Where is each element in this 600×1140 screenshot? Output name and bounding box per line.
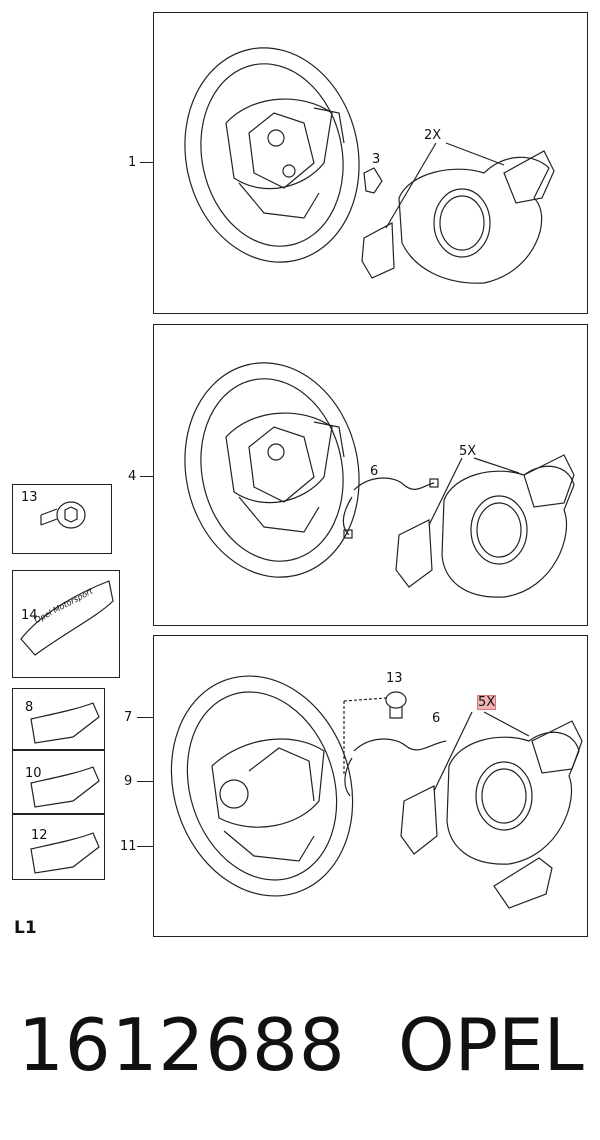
badge-drawing xyxy=(20,580,114,656)
steering-wheel-drawing-2 xyxy=(184,362,575,598)
part-number: 1612688 xyxy=(18,1003,346,1087)
part-label-13: 13 xyxy=(21,490,38,505)
sheet-label: L1 xyxy=(14,918,37,938)
screw-drawing xyxy=(40,501,86,529)
switch-cover-drawing xyxy=(30,702,100,744)
callout-9: 9 xyxy=(124,774,133,789)
switch-cover-drawing xyxy=(30,832,100,874)
callout-leader xyxy=(140,162,153,163)
part-label-6: 6 xyxy=(370,464,379,479)
steering-wheel-drawing-1 xyxy=(184,47,555,284)
callout-leader xyxy=(140,476,153,477)
callout-leader xyxy=(137,846,153,847)
callout-leader xyxy=(137,717,153,718)
part-label-13: 13 xyxy=(386,671,403,686)
part-label-12: 12 xyxy=(31,828,48,843)
multiplier-label-highlighted: 5X xyxy=(476,695,497,710)
part-label-3: 3 xyxy=(372,152,381,167)
part-label-8: 8 xyxy=(25,700,34,715)
side-box-badge: 14 Opel Motorsport xyxy=(12,570,120,678)
callout-11: 11 xyxy=(120,839,137,854)
part-label-6: 6 xyxy=(432,711,441,726)
side-box-switch-cover-12: 12 xyxy=(12,814,105,880)
multiplier-label: 2X xyxy=(424,128,442,143)
brand-name: OPEL xyxy=(398,1003,584,1087)
callout-7: 7 xyxy=(124,710,133,725)
callout-4: 4 xyxy=(128,469,137,484)
panel-3: 13 6 5X xyxy=(153,635,588,937)
multiplier-label: 5X xyxy=(459,444,477,459)
side-box-screw: 13 xyxy=(12,484,112,554)
callout-1: 1 xyxy=(128,155,137,170)
panel-2: 6 5X xyxy=(153,324,588,626)
steering-wheel-drawing-3 xyxy=(170,675,583,909)
part-label-14: 14 xyxy=(21,608,38,623)
callout-leader xyxy=(137,781,153,782)
side-box-switch-cover-8: 8 xyxy=(12,688,105,750)
part-label-10: 10 xyxy=(25,766,42,781)
side-box-switch-cover-10: 10 xyxy=(12,750,105,814)
switch-cover-drawing xyxy=(30,766,100,808)
panel-1: 3 2X xyxy=(153,12,588,314)
